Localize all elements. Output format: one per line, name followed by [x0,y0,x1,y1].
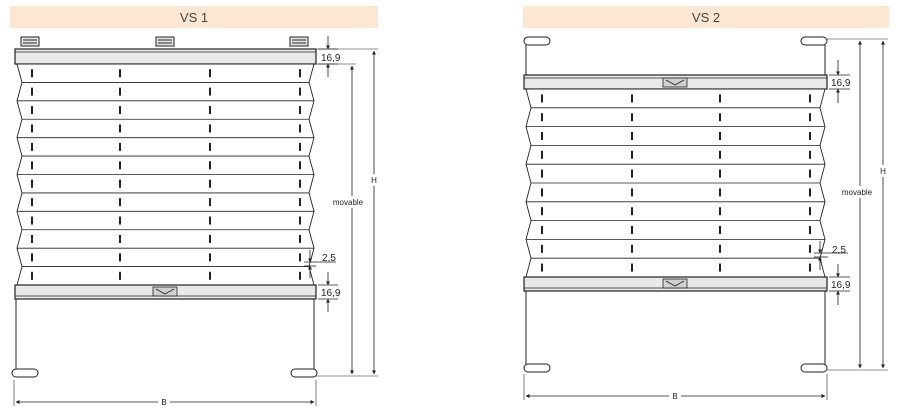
cord-guide-icon [523,36,551,46]
cord-guide-icon [11,368,39,378]
dim-pleat-gap: 2,5 [322,253,336,264]
dim-movable: movable [333,198,364,207]
panel-vs1: VS 1 [10,6,380,407]
dim-top-rail: 16,9 [321,53,341,64]
dim-bottom-rail: 16,9 [831,280,851,291]
pleated-fabric [525,88,826,278]
dim-width: B [161,398,166,407]
top-rail [14,48,317,65]
dim-width: B [672,392,677,401]
panel-vs1-header [10,6,378,28]
handle-icon [662,278,688,289]
dim-pleat-gap: 2,5 [832,245,846,256]
dim-height: H [371,176,377,185]
panel-vs2: VS 2 16,9 [523,6,889,401]
panel-vs2-title: VS 2 [692,10,720,25]
pleated-fabric [16,63,315,286]
handle-icon [152,286,178,297]
dim-movable: movable [842,188,873,197]
cord-guide-icon [523,363,551,373]
dim-height: H [880,167,886,176]
cord-guide-icon [290,368,318,378]
panel-vs1-title: VS 1 [180,10,208,25]
panel-vs2-header [523,6,889,28]
clip-icon [155,36,175,47]
handle-icon [662,77,688,88]
dim-top-rail: 16,9 [831,78,851,89]
clip-icon [289,36,309,47]
cord-guide-icon [800,363,828,373]
cord-guide-icon [800,36,828,46]
clip-icon [20,36,40,47]
dim-bottom-rail: 16,9 [321,288,341,299]
